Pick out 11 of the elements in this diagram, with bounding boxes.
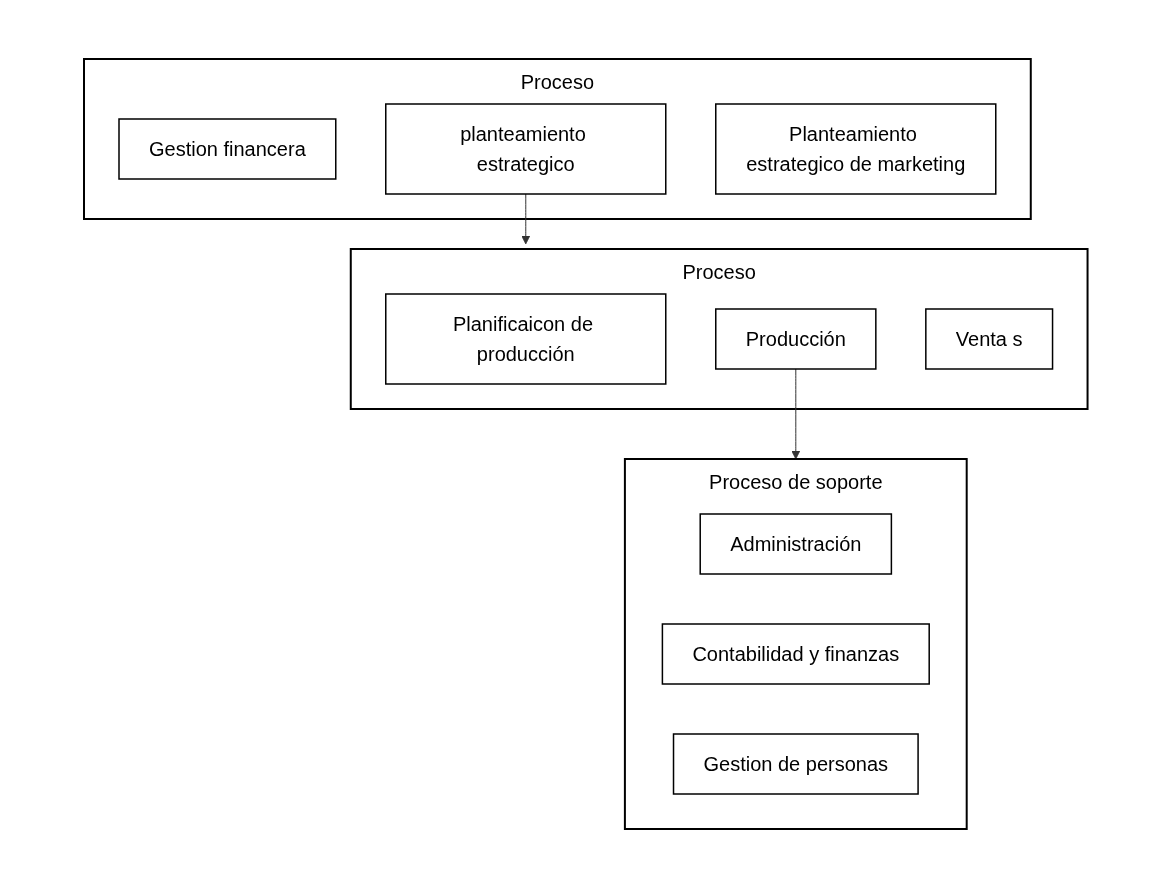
node-box: Contabilidad y finanzas: [661, 623, 931, 685]
node-box: planteamiento estrategico: [385, 103, 667, 195]
node-box: Producción: [715, 308, 877, 370]
node-box: Planteamiento estrategico de marketing: [715, 103, 997, 195]
node-box: Gestion de personas: [673, 733, 920, 795]
node-box: Administración: [699, 513, 893, 575]
node-box: Venta s: [925, 308, 1054, 370]
arrow: [791, 368, 801, 460]
arrow: [521, 193, 531, 245]
node-box: Gestion financera: [118, 118, 337, 180]
node-box: Planificaicon de producción: [385, 293, 667, 385]
